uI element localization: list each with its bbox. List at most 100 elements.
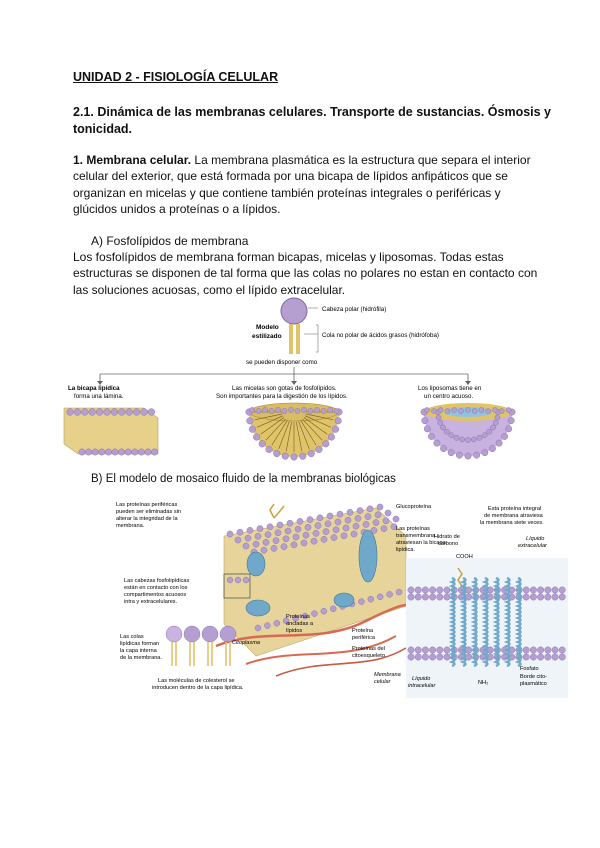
lipid-head — [465, 407, 471, 413]
lipid-head — [254, 533, 262, 540]
liposome — [420, 403, 516, 460]
lipid-head — [288, 407, 294, 413]
lipid-head — [314, 522, 322, 529]
lipid-head — [334, 518, 342, 526]
lipid-head — [507, 417, 515, 424]
lipid-head — [118, 408, 126, 416]
lipid-head — [423, 425, 431, 433]
transmembrane-helix — [503, 576, 511, 668]
lipid-head — [481, 449, 489, 457]
lipid-head — [327, 433, 335, 441]
model-label-2: estilizado — [252, 333, 282, 340]
lipid-head — [286, 519, 294, 527]
lipid-head — [453, 435, 460, 441]
lipid-head — [326, 512, 334, 520]
lipid-head — [544, 586, 552, 594]
cytoskeleton-filament — [245, 635, 397, 665]
lipid-head — [544, 593, 552, 601]
liposome-caption-2: un centro acuoso. — [424, 393, 473, 400]
lipid-head — [437, 407, 444, 413]
lipid-head — [451, 407, 457, 413]
label-peripheral: Las proteínas periféricas — [116, 502, 177, 508]
lipid-head — [105, 448, 112, 456]
glycoprotein-chain — [269, 503, 285, 519]
lipid-head — [429, 653, 436, 661]
lipid-head — [456, 451, 463, 459]
lipid-head — [478, 407, 485, 413]
lipid-head — [249, 407, 255, 413]
lipid-head — [529, 653, 537, 661]
lipid-head — [332, 425, 340, 433]
lipid-head — [333, 408, 340, 414]
polar-head-label: Cabeza polar (hidrófila) — [322, 306, 386, 313]
lipid-head — [273, 619, 281, 627]
lipid-head — [262, 539, 270, 546]
lipid-head — [95, 408, 104, 416]
lipid-head — [440, 445, 447, 452]
lipid-head — [110, 408, 119, 416]
lipid-head — [350, 530, 358, 538]
carbohydrate-chain — [457, 567, 463, 587]
lipid-head — [407, 653, 415, 661]
lipid-head — [490, 424, 496, 431]
lipid-head — [464, 452, 472, 460]
lipid-head — [265, 445, 273, 453]
lipid-tail — [304, 415, 332, 428]
section-title: 2.1. Dinámica de las membranas celulares… — [73, 105, 552, 136]
transmembrane-helix — [481, 576, 489, 668]
lipid-head — [558, 586, 566, 594]
lipid-head — [529, 646, 537, 654]
label-peripheral-protein: Proteína — [352, 628, 374, 634]
label-cooh: COOH — [456, 554, 473, 560]
label-extracellular: Líquido — [526, 536, 544, 542]
lipid-head — [255, 408, 262, 414]
lipid-head — [390, 523, 398, 531]
label-tails: Las colas — [120, 634, 144, 640]
lipid-head — [495, 439, 503, 447]
lipid-head — [421, 646, 429, 654]
lipid-head — [382, 517, 390, 525]
lipid-head — [266, 523, 274, 531]
lipid-head — [147, 408, 156, 416]
intro-lead: 1. Membrana celular. — [73, 153, 192, 167]
lipid-head — [332, 526, 340, 534]
lipid-head — [424, 407, 430, 413]
lipid-head — [324, 520, 332, 528]
lipid-head — [310, 537, 318, 545]
lipid-head — [436, 646, 444, 654]
model-label: Modelo — [256, 324, 279, 331]
lipid-head — [118, 448, 125, 456]
lipid-head — [372, 519, 380, 526]
lipid-head — [505, 407, 512, 413]
lipid-head — [246, 527, 254, 534]
lipid-tail — [254, 413, 283, 421]
lipid-head — [522, 646, 530, 654]
lipid-head — [320, 536, 328, 543]
lipid-head — [436, 593, 444, 601]
lipid-head — [429, 593, 436, 601]
lipid-head — [299, 452, 307, 460]
lipid-head — [256, 525, 264, 532]
lipid-tail — [296, 421, 303, 452]
lipid-head — [558, 646, 566, 654]
lipid-head — [258, 440, 266, 448]
lipid-head — [311, 610, 318, 617]
label-anchored: Proteínas — [286, 614, 310, 620]
lipid-head — [537, 593, 544, 601]
lipid-head — [358, 598, 365, 605]
lipid-head — [236, 528, 244, 536]
lipid-head — [522, 653, 530, 661]
lipid-head — [281, 452, 289, 460]
lipid-head — [296, 518, 304, 525]
lipid-head — [272, 537, 280, 544]
lipid-head — [322, 528, 330, 535]
lipid-tail — [260, 417, 285, 435]
lipid-head — [529, 593, 537, 601]
lipid-tail — [278, 421, 290, 450]
cytoskeleton-filament — [275, 647, 407, 677]
lipid-head — [356, 507, 364, 514]
